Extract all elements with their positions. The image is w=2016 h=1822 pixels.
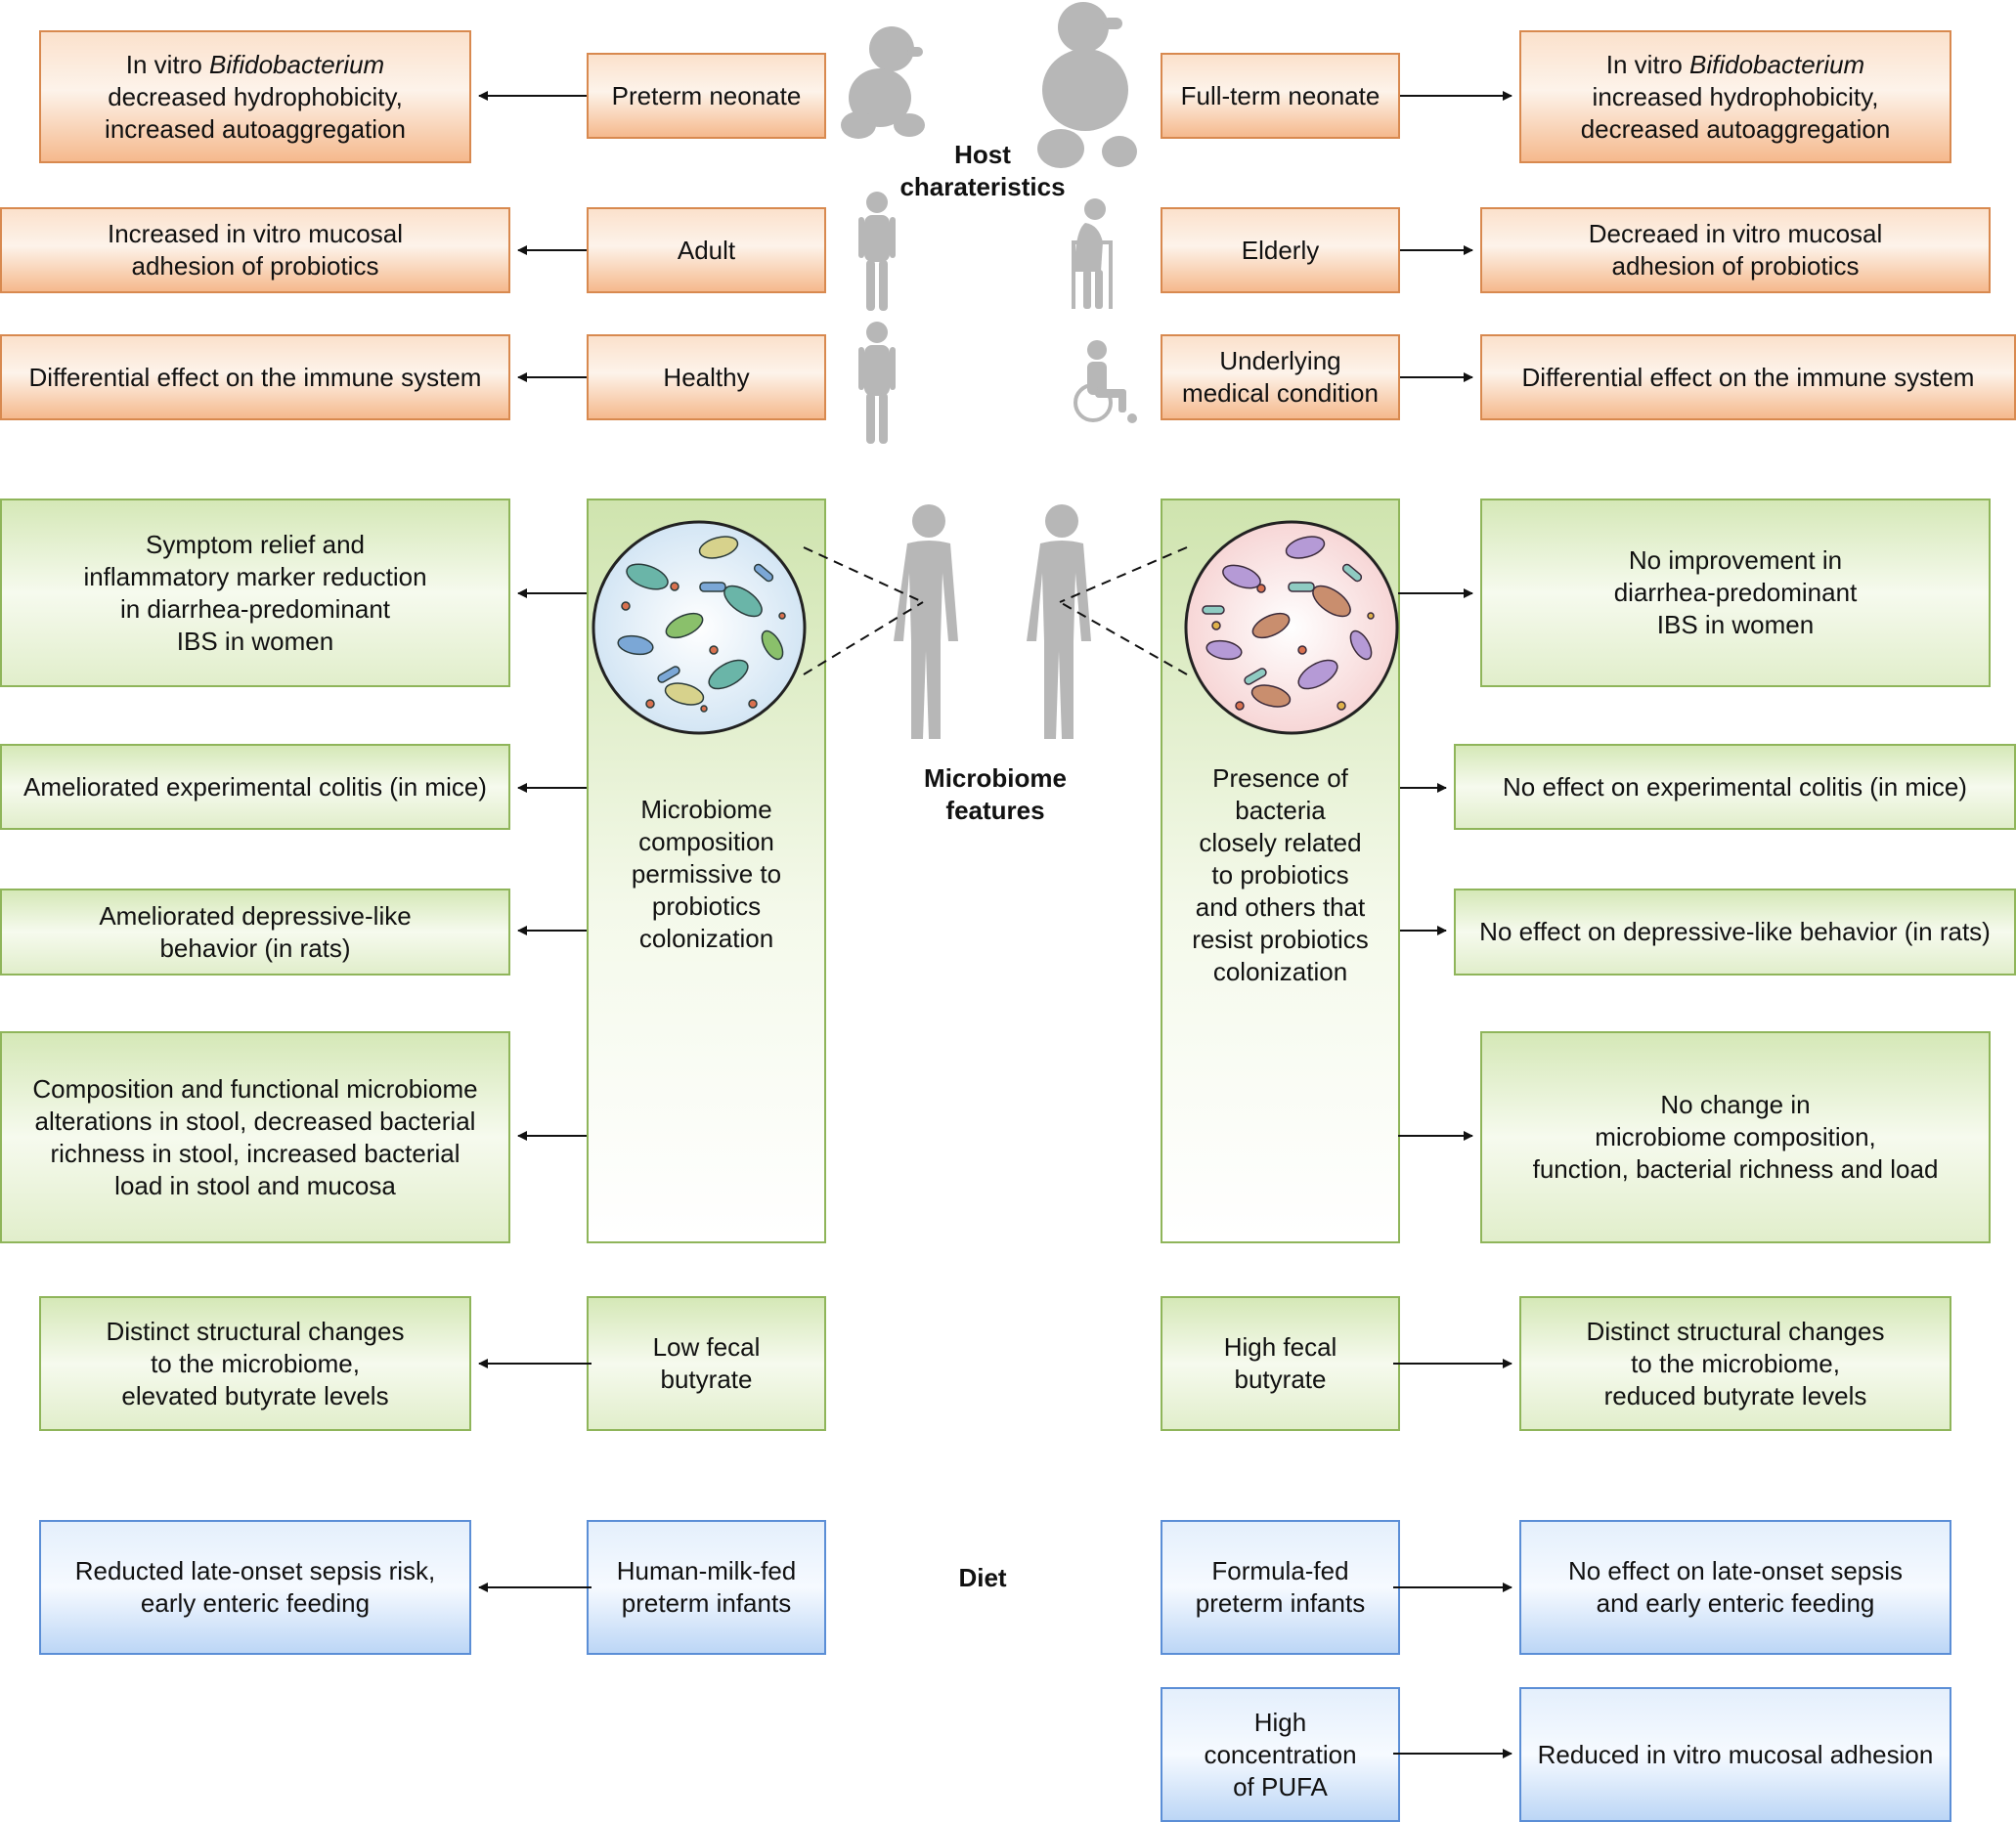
elderly-box: Elderly bbox=[1161, 207, 1400, 293]
healthy-person-icon bbox=[858, 322, 896, 444]
low-butyrate-box: Low fecal butyrate bbox=[587, 1296, 826, 1431]
connector-left-bottom bbox=[803, 601, 924, 675]
right-effect-composition: No change in microbiome composition, fun… bbox=[1480, 1031, 1991, 1243]
fullterm-effect-rest: increased hydrophobicity, decreased auto… bbox=[1580, 81, 1891, 144]
permissive-microbiome-text: Microbiome composition permissive to pro… bbox=[631, 795, 782, 953]
crawling-infant-icon bbox=[841, 26, 925, 139]
microbiome-features-label: Microbiome features bbox=[924, 763, 1067, 825]
preterm-effect-rest: decreased hydrophobicity, increased auto… bbox=[105, 81, 406, 144]
formula-fed-box: Formula-fed preterm infants bbox=[1161, 1520, 1400, 1655]
adult-person-icon bbox=[858, 192, 896, 311]
arrows-right bbox=[1393, 91, 1512, 1758]
standing-toddler-icon bbox=[1037, 2, 1137, 168]
adult-effect-box: Increased in vitro mucosal adhesion of p… bbox=[0, 207, 510, 293]
right-effect-ibs: No improvement in diarrhea-predominant I… bbox=[1480, 499, 1991, 687]
human-milk-effect-box: Reducted late-onset sepsis risk, early e… bbox=[39, 1520, 471, 1655]
elderly-effect-box: Decreaed in vitro mucosal adhesion of pr… bbox=[1480, 207, 1991, 293]
preterm-effect-prefix: In vitro bbox=[125, 49, 210, 79]
connector-left-top bbox=[803, 546, 924, 603]
healthy-box: Healthy bbox=[587, 334, 826, 420]
medical-condition-effect-box: Differential effect on the immune system bbox=[1480, 334, 2016, 420]
connector-right-top bbox=[1059, 546, 1188, 603]
microbiome-circle-icon bbox=[592, 520, 807, 735]
connector-right-bottom bbox=[1059, 601, 1188, 675]
high-butyrate-box: High fecal butyrate bbox=[1161, 1296, 1400, 1431]
diet-label: Diet bbox=[958, 1563, 1007, 1592]
fullterm-effect-genus: Bifidobacterium bbox=[1689, 49, 1865, 79]
pufa-box: High concentration of PUFA bbox=[1161, 1687, 1400, 1822]
wheelchair-icon bbox=[1074, 340, 1137, 423]
formula-fed-effect-box: No effect on late-onset sepsis and early… bbox=[1519, 1520, 1951, 1655]
host-characteristics-label: Host charateristics bbox=[899, 140, 1066, 201]
left-effect-colitis: Ameliorated experimental colitis (in mic… bbox=[0, 744, 510, 830]
healthy-effect-box: Differential effect on the immune system bbox=[0, 334, 510, 420]
arrows-left bbox=[478, 91, 592, 1592]
fullterm-effect-prefix: In vitro bbox=[1605, 49, 1690, 79]
human-body-icon bbox=[1027, 504, 1091, 739]
medical-condition-box: Underlying medical condition bbox=[1161, 334, 1400, 420]
preterm-effect-genus: Bifidobacterium bbox=[209, 49, 385, 79]
right-effect-depressive: No effect on depressive-like behavior (i… bbox=[1454, 889, 2016, 976]
preterm-neonate-box: Preterm neonate bbox=[587, 53, 826, 139]
right-effect-colitis: No effect on experimental colitis (in mi… bbox=[1454, 744, 2016, 830]
left-effect-depressive: Ameliorated depressive-like behavior (in… bbox=[0, 889, 510, 976]
left-effect-ibs: Symptom relief and inflammatory marker r… bbox=[0, 499, 510, 687]
adult-box: Adult bbox=[587, 207, 826, 293]
left-effect-composition: Composition and functional microbiome al… bbox=[0, 1031, 510, 1243]
low-butyrate-effect-box: Distinct structural changes to the micro… bbox=[39, 1296, 471, 1431]
human-milk-box: Human-milk-fed preterm infants bbox=[587, 1520, 826, 1655]
resistant-microbiome-text: Presence of bacteria closely related to … bbox=[1192, 763, 1369, 986]
pufa-effect-box: Reduced in vitro mucosal adhesion bbox=[1519, 1687, 1951, 1822]
fullterm-neonate-box: Full-term neonate bbox=[1161, 53, 1400, 139]
high-butyrate-effect-box: Distinct structural changes to the micro… bbox=[1519, 1296, 1951, 1431]
human-body-icon bbox=[894, 504, 958, 739]
elderly-walker-icon bbox=[1072, 198, 1113, 309]
microbiome-circle-icon bbox=[1184, 520, 1399, 735]
